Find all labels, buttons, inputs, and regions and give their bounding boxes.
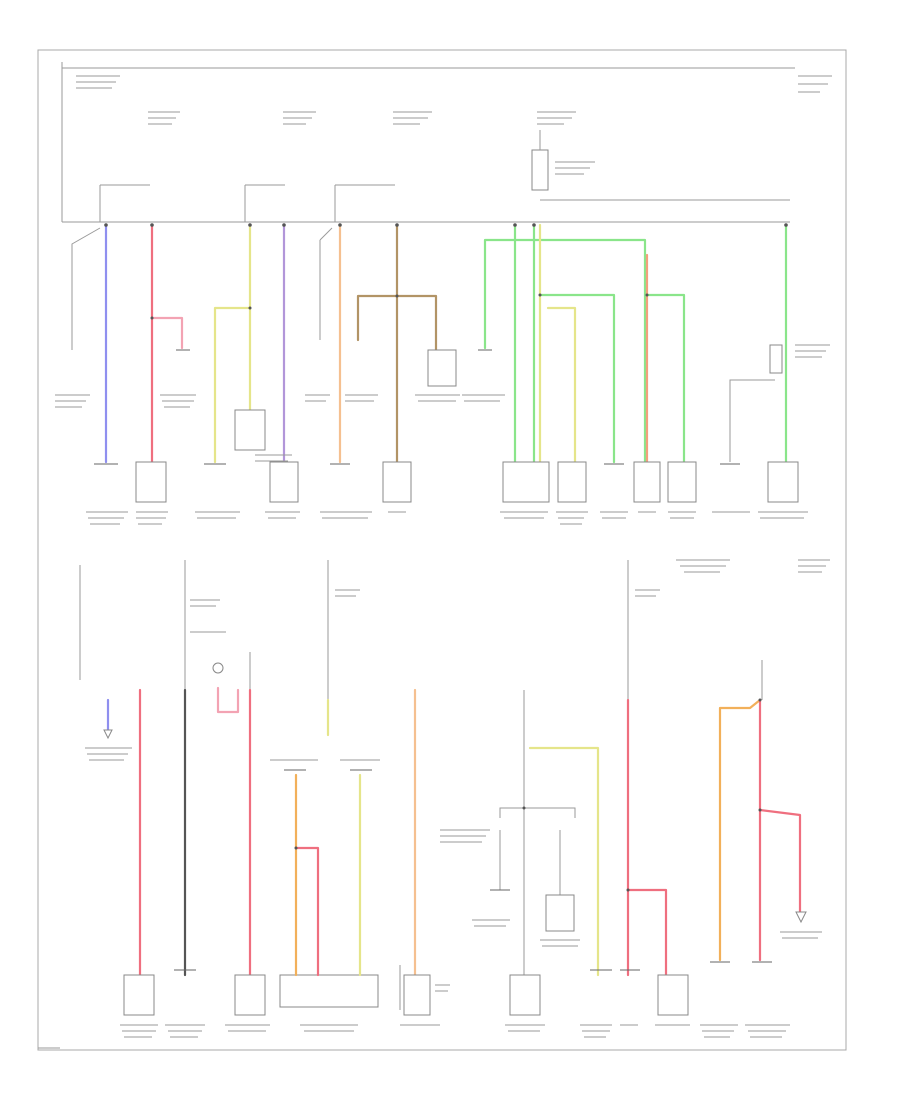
component-box-9	[667, 461, 697, 503]
bottom-caption-marks	[120, 1024, 790, 1038]
wire-orange-4	[718, 698, 762, 962]
component-box-2	[234, 409, 266, 451]
fuse-label-marks-top	[76, 75, 832, 175]
top-power-bus	[61, 62, 795, 223]
diode-symbol	[212, 662, 224, 674]
bottom-splice-dots	[294, 698, 762, 892]
component-box-12	[234, 974, 266, 1016]
bottom-side-label-marks	[85, 559, 830, 992]
wire-pink-loop	[216, 686, 240, 714]
top-wires	[104, 223, 788, 464]
component-box-14	[509, 974, 541, 1016]
wire-red-branch-3	[626, 888, 668, 977]
wire-red-branch-2	[294, 846, 320, 977]
component-box-15	[545, 894, 575, 932]
ground-symbol	[795, 911, 807, 924]
wire-red-branch-4	[758, 808, 802, 914]
wire-green-branch-3	[645, 293, 686, 464]
wire-green-loop	[483, 238, 647, 464]
diagram-frame	[37, 49, 847, 1051]
component-box-4	[382, 461, 412, 503]
top-caption-marks	[86, 511, 808, 525]
wire-pink-branch-1	[150, 316, 184, 350]
top-connector-plugs	[94, 349, 740, 465]
top-side-label-marks	[55, 344, 830, 462]
component-box-7	[557, 461, 587, 503]
top-splice-dots	[104, 223, 788, 320]
bottom-wires	[106, 686, 802, 977]
wire-yellow-branch-2	[546, 306, 577, 464]
top-components	[135, 349, 799, 503]
relay	[531, 149, 549, 191]
component-box-5	[427, 349, 457, 387]
wire-yellow-branch-1	[213, 306, 252, 464]
bottom-connector-plugs	[174, 769, 772, 971]
top-thin-wires	[71, 227, 783, 462]
component-box-11	[123, 974, 155, 1016]
component-box-10	[767, 461, 799, 503]
component-box-8	[633, 461, 661, 503]
component-box-6	[502, 461, 550, 503]
wire-yellow-5	[528, 746, 600, 977]
lamp-symbol	[103, 729, 113, 740]
bottom-components	[103, 662, 807, 1016]
component-box-3	[269, 461, 299, 503]
component-box-13	[403, 974, 431, 1016]
bottom-feed-lines	[79, 560, 763, 1010]
component-box-1	[135, 461, 167, 503]
component-box-16	[657, 974, 689, 1016]
wire-green-branch-2	[538, 293, 616, 464]
